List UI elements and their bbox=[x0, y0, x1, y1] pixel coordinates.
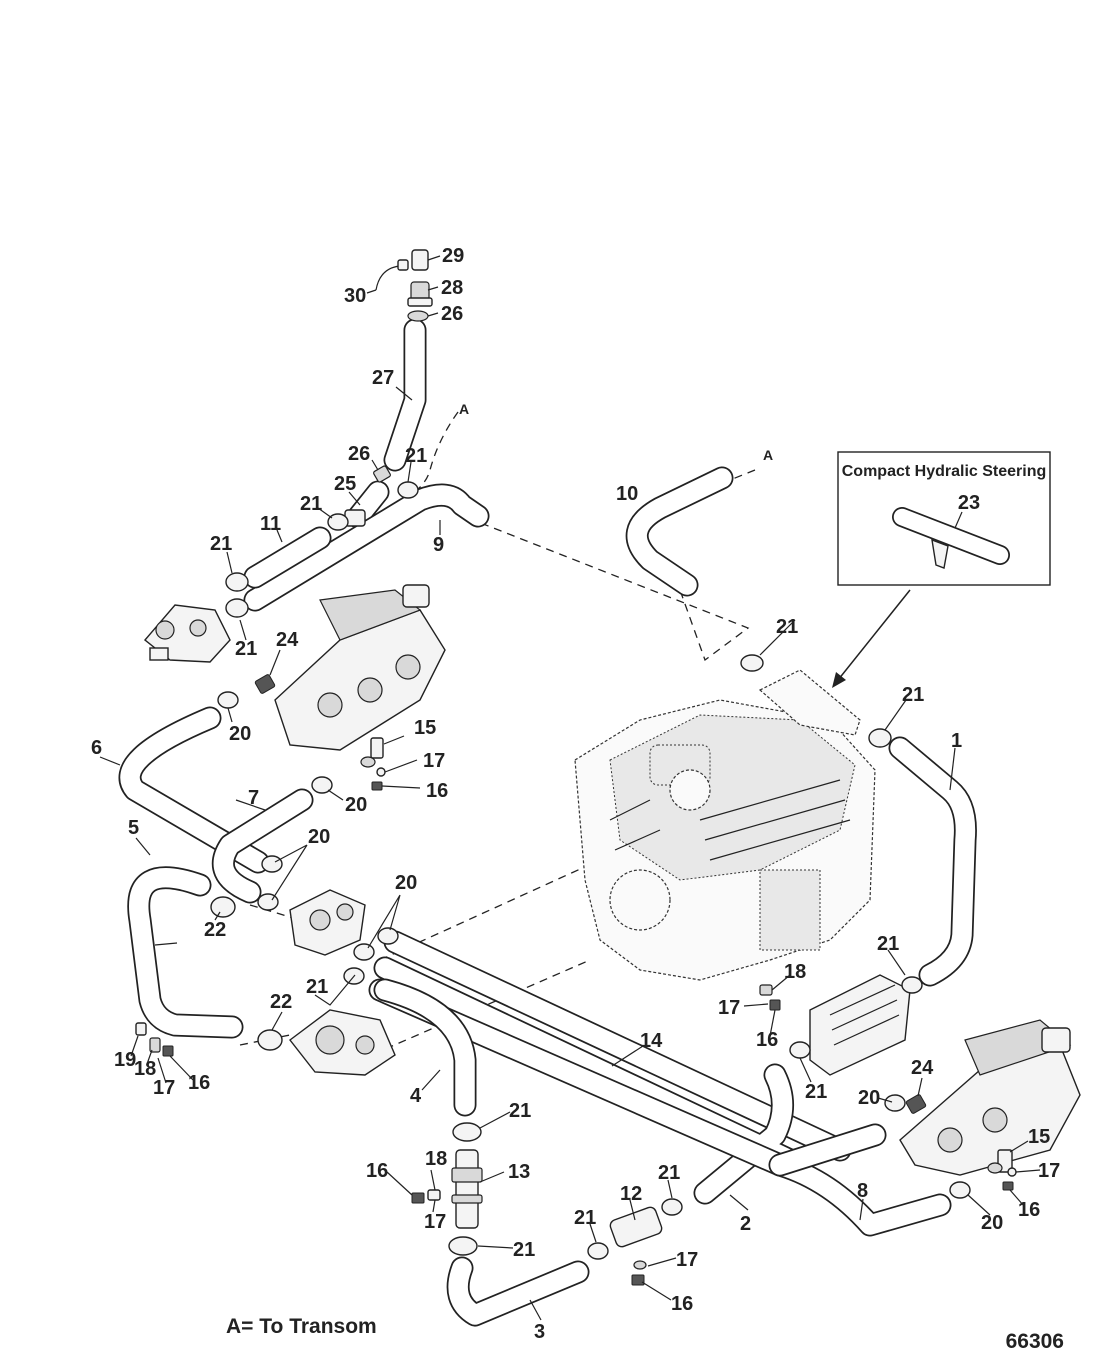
tee-fitting-12 bbox=[609, 1206, 663, 1286]
callout-17-far-left: 17 bbox=[153, 1077, 175, 1099]
callout-17-center: 17 bbox=[424, 1211, 446, 1233]
callout-20-e: 20 bbox=[858, 1087, 880, 1109]
exhaust-manifold-right bbox=[899, 1019, 1081, 1176]
callout-21-m: 21 bbox=[574, 1207, 596, 1229]
callout-21-i: 21 bbox=[805, 1081, 827, 1103]
callout-16-left: 16 bbox=[426, 780, 448, 802]
thermostat-housing-left bbox=[143, 604, 231, 663]
callout-26-mid: 26 bbox=[348, 443, 370, 465]
engine-block bbox=[574, 699, 876, 981]
hose-connector-13 bbox=[411, 1149, 483, 1229]
callout-20-d: 20 bbox=[395, 872, 417, 894]
figure-number: 66306 bbox=[1006, 1330, 1064, 1353]
steering-cooler-installed bbox=[758, 669, 861, 736]
callout-27: 27 bbox=[372, 367, 394, 389]
callout-16-center: 16 bbox=[366, 1160, 388, 1182]
callout-10: 10 bbox=[616, 483, 638, 505]
callout-3: 3 bbox=[534, 1321, 545, 1343]
callout-22-a: 22 bbox=[204, 919, 226, 941]
callout-20-b: 20 bbox=[345, 794, 367, 816]
callout-26-top: 26 bbox=[441, 303, 463, 325]
callout-19: 19 bbox=[114, 1049, 136, 1071]
callout-21-h: 21 bbox=[877, 933, 899, 955]
callout-24-right: 24 bbox=[911, 1057, 934, 1079]
callout-21-d: 21 bbox=[235, 638, 257, 660]
callout-17-right: 17 bbox=[1038, 1160, 1060, 1182]
callout-21-c: 21 bbox=[210, 533, 232, 555]
callout-28: 28 bbox=[441, 277, 463, 299]
transom-marker-a-right: A bbox=[763, 447, 773, 463]
callout-17-bottom: 17 bbox=[676, 1249, 698, 1271]
callout-16-right: 16 bbox=[1018, 1199, 1040, 1221]
callout-6: 6 bbox=[91, 737, 102, 759]
cooler-right bbox=[759, 974, 911, 1076]
flush-fitting-stack bbox=[375, 249, 433, 322]
callout-15-right: 15 bbox=[1028, 1126, 1050, 1148]
drain-plug-right bbox=[905, 1094, 927, 1114]
callout-21-g: 21 bbox=[306, 976, 328, 998]
fitting-group-far-left bbox=[135, 1022, 174, 1057]
callout-21-f: 21 bbox=[902, 684, 924, 706]
exhaust-manifold-left bbox=[274, 584, 446, 751]
callout-15-left: 15 bbox=[414, 717, 436, 739]
callout-17-left: 17 bbox=[423, 750, 445, 772]
callout-20-c: 20 bbox=[308, 826, 330, 848]
seawater-pump bbox=[289, 1009, 396, 1076]
callout-16-bottom: 16 bbox=[671, 1293, 693, 1315]
callout-24-left: 24 bbox=[276, 629, 299, 651]
fitting-group-left bbox=[360, 737, 386, 791]
callout-8: 8 bbox=[857, 1180, 868, 1202]
callout-1: 1 bbox=[951, 730, 962, 752]
callout-5: 5 bbox=[128, 817, 139, 839]
callout-29: 29 bbox=[442, 245, 464, 267]
callout-21-e: 21 bbox=[776, 616, 798, 638]
fitting-group-right bbox=[987, 1149, 1017, 1191]
callout-21-j: 21 bbox=[509, 1100, 531, 1122]
transom-marker-a-left: A bbox=[459, 401, 469, 417]
inset-part-number: 23 bbox=[958, 492, 980, 514]
inset-compact-hydraulic-steering: Compact Hydralic Steering 23 bbox=[832, 451, 1051, 688]
callout-18-left: 18 bbox=[134, 1058, 156, 1080]
drain-plug-left bbox=[254, 674, 276, 694]
callout-2: 2 bbox=[740, 1213, 751, 1235]
callout-14: 14 bbox=[640, 1030, 663, 1052]
callout-4: 4 bbox=[410, 1085, 422, 1107]
callout-13: 13 bbox=[508, 1161, 530, 1183]
thermostat-housing-center bbox=[289, 889, 366, 956]
inset-pointer-arrow bbox=[837, 589, 911, 681]
callout-7: 7 bbox=[248, 787, 259, 809]
inset-title: Compact Hydralic Steering bbox=[842, 463, 1047, 480]
legend-to-transom: A= To Transom bbox=[226, 1315, 377, 1338]
callout-numbers: 29 28 26 30 27 26 21 25 21 11 21 9 21 24… bbox=[91, 245, 1060, 1343]
callout-25: 25 bbox=[334, 473, 356, 495]
callout-21-k: 21 bbox=[513, 1239, 535, 1261]
callout-17-mid: 17 bbox=[718, 997, 740, 1019]
callout-leader-lines bbox=[99, 255, 1041, 1321]
callout-20-f: 20 bbox=[981, 1212, 1003, 1234]
callout-11: 11 bbox=[260, 513, 281, 535]
callout-21-l: 21 bbox=[658, 1162, 680, 1184]
callout-9: 9 bbox=[433, 534, 444, 556]
callout-12: 12 bbox=[620, 1183, 642, 1205]
callout-22-b: 22 bbox=[270, 991, 292, 1013]
callout-21-b: 21 bbox=[300, 493, 322, 515]
callout-16-mid: 16 bbox=[756, 1029, 778, 1051]
callout-16-far-left: 16 bbox=[188, 1072, 210, 1094]
callout-18-right: 18 bbox=[784, 961, 806, 983]
callout-30: 30 bbox=[344, 285, 366, 307]
callout-20-a: 20 bbox=[229, 723, 251, 745]
callout-21-a: 21 bbox=[405, 445, 427, 467]
callout-18-center: 18 bbox=[425, 1148, 447, 1170]
